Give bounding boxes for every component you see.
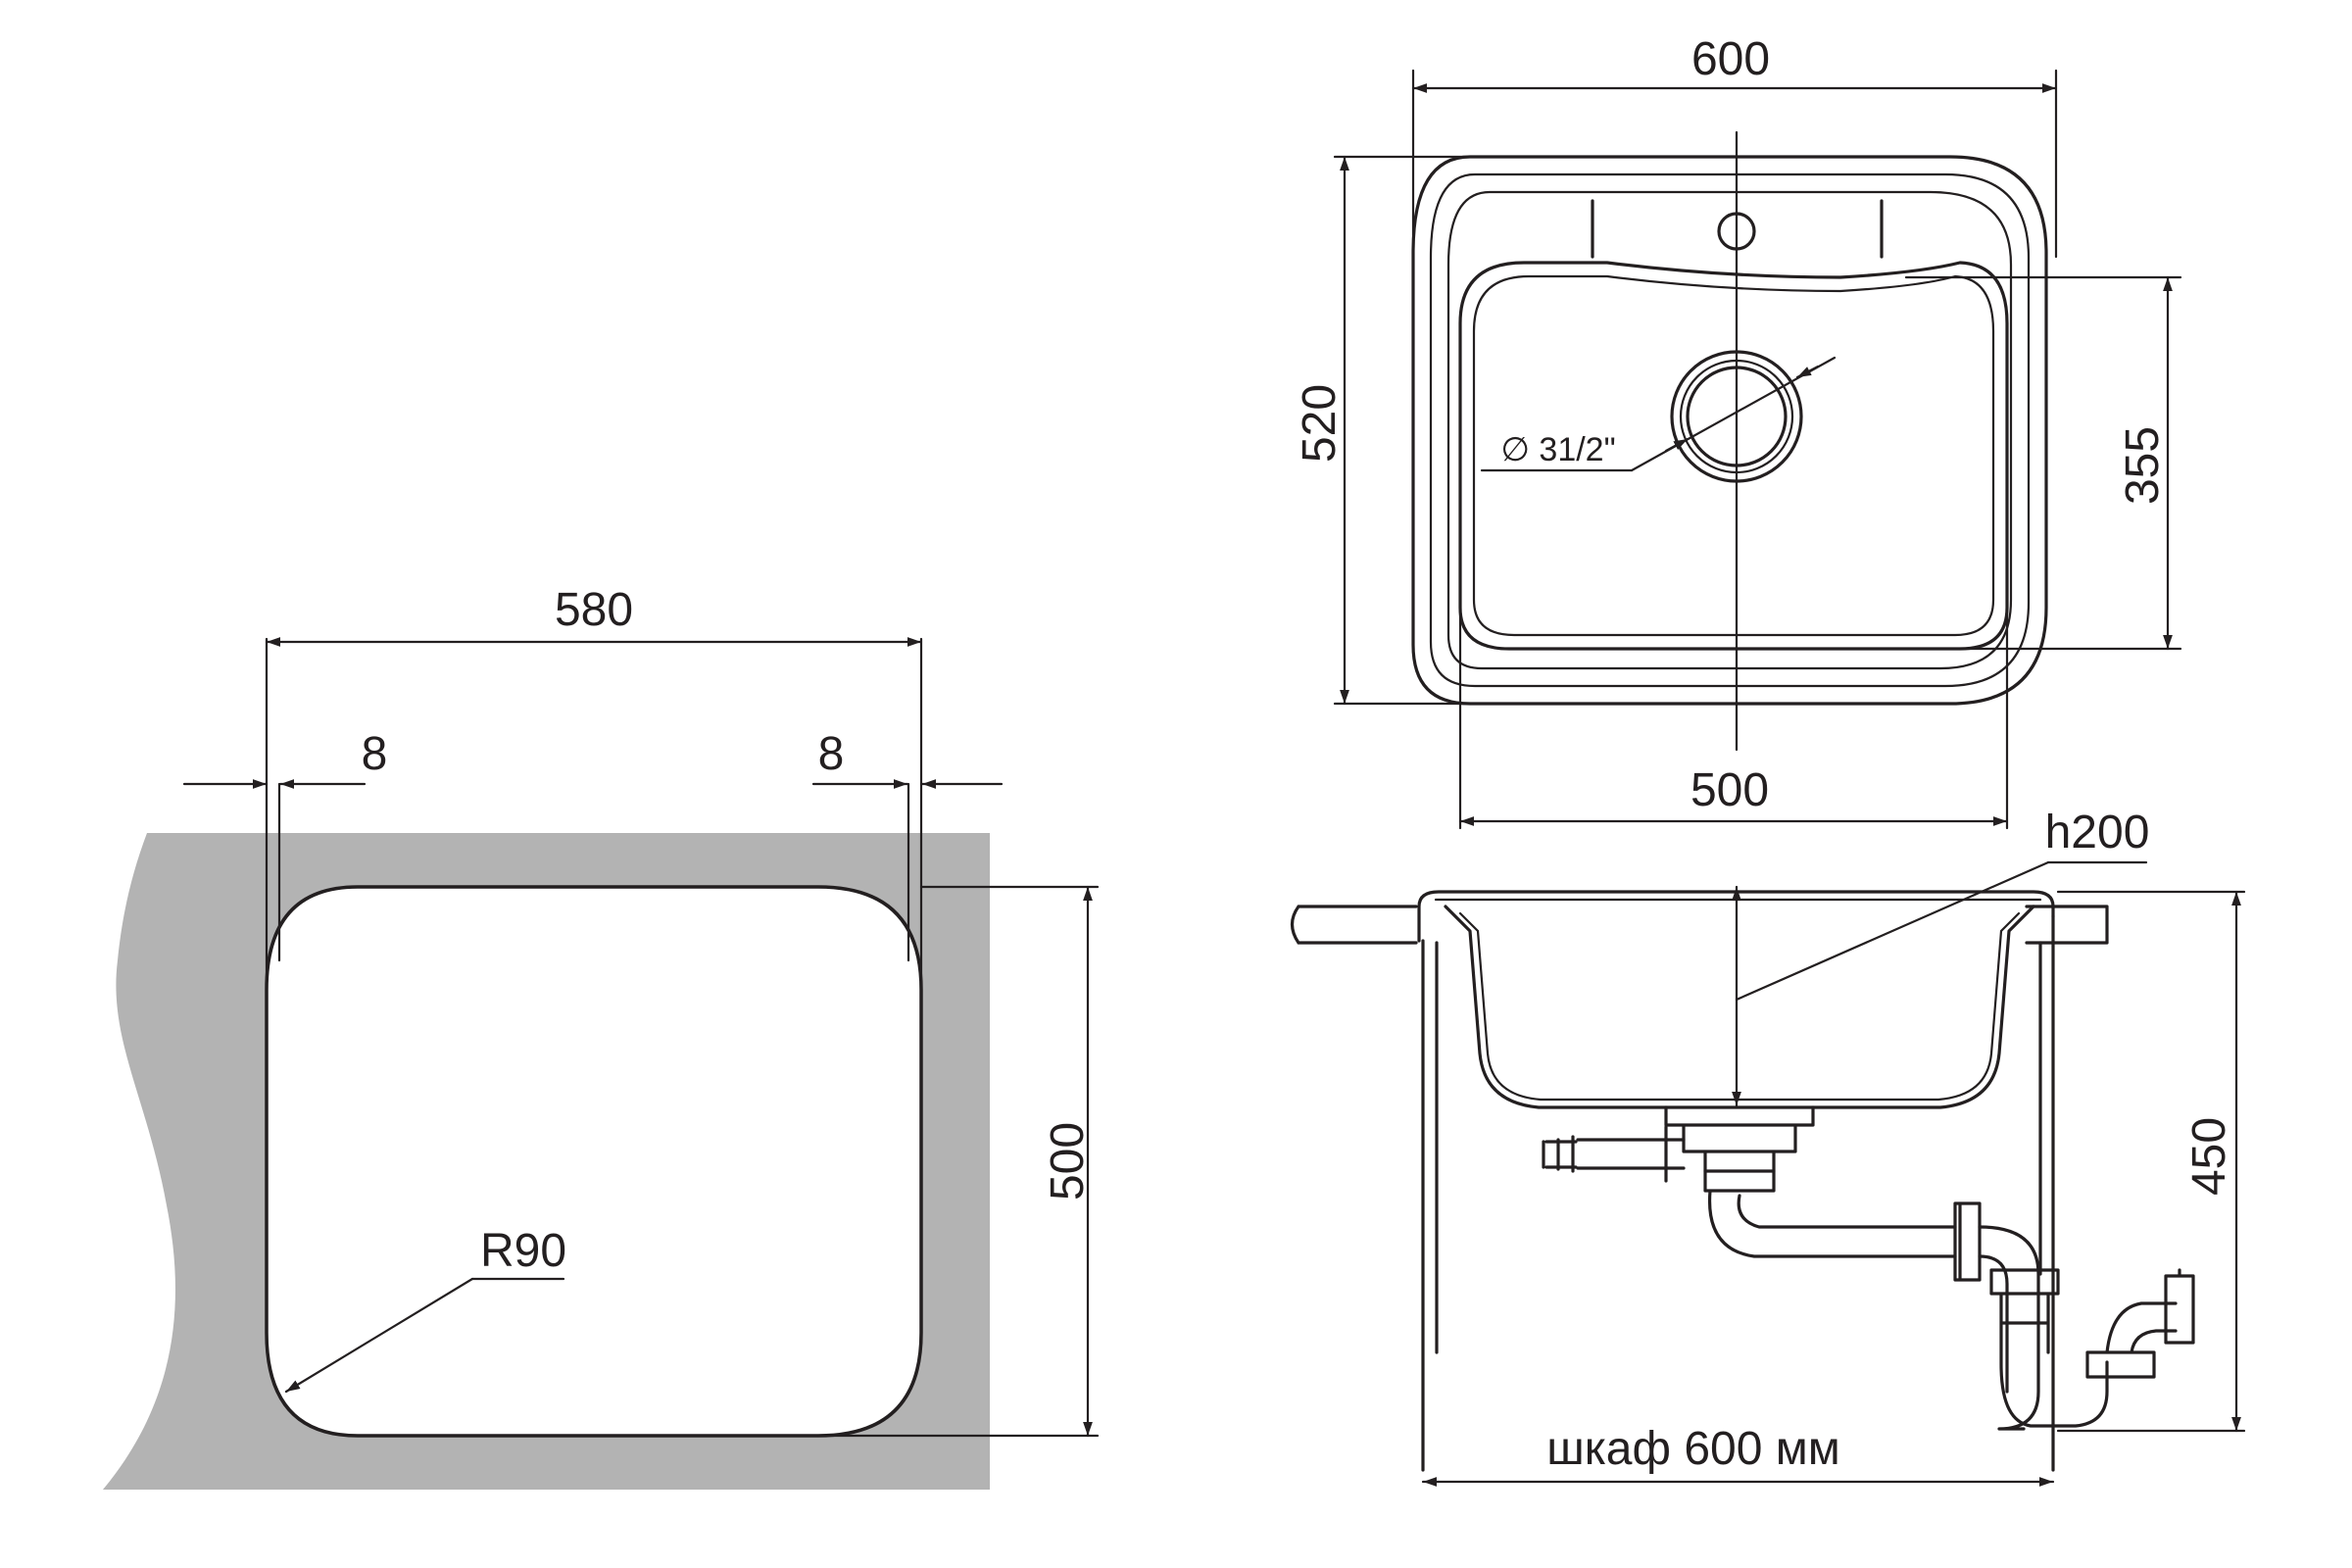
drain-fitting xyxy=(1664,1105,1815,1173)
drain-diameter-label: ∅ 31/2" xyxy=(1500,431,1615,468)
depth-label: h200 xyxy=(2045,807,2150,858)
top-bowl-height-label: 355 xyxy=(2117,426,2169,505)
top-bowl-width-label: 500 xyxy=(1690,764,1769,816)
sink-deck-line xyxy=(1446,190,2013,670)
side-view: h200 450 шкаф 600 мм xyxy=(1290,807,2246,1487)
sink-bowl-inner xyxy=(1472,274,1995,637)
outlet-nut xyxy=(2164,1268,2195,1345)
siphon-nut xyxy=(1953,1201,1982,1282)
hose-nozzle xyxy=(1542,1135,1578,1173)
sink-inner-rim xyxy=(1429,172,2031,688)
sink-cutout xyxy=(265,885,923,1438)
countertop-section-right xyxy=(2025,905,2109,945)
cutout-view: 580 8 8 500 R90 xyxy=(103,584,1100,1490)
cutout-width-label: 580 xyxy=(555,584,633,636)
cutout-radius-label: R90 xyxy=(480,1225,566,1277)
siphon-elbow xyxy=(1978,1225,2040,1431)
total-height-label: 450 xyxy=(2183,1117,2235,1196)
siphon-bottle xyxy=(1989,1268,2109,1428)
siphon-pipe xyxy=(1703,1169,1957,1258)
top-width-label: 600 xyxy=(1691,33,1770,85)
cutout-height-label: 500 xyxy=(1042,1122,1094,1200)
outlet-pipe xyxy=(2085,1301,2178,1379)
countertop-section-left xyxy=(1290,905,1418,945)
top-view: 600 520 355 500 ∅ 31/2" xyxy=(1294,33,2182,830)
top-height-label: 520 xyxy=(1294,384,1346,463)
sink-bowl-section xyxy=(1444,905,2035,1109)
sink-outer-rim xyxy=(1411,155,2048,706)
cutout-left-gap-label: 8 xyxy=(362,728,388,780)
overflow-pipe xyxy=(1576,1125,1686,1183)
cabinet-width-label: шкаф 600 мм xyxy=(1546,1423,1840,1475)
cutout-right-gap-label: 8 xyxy=(818,728,845,780)
